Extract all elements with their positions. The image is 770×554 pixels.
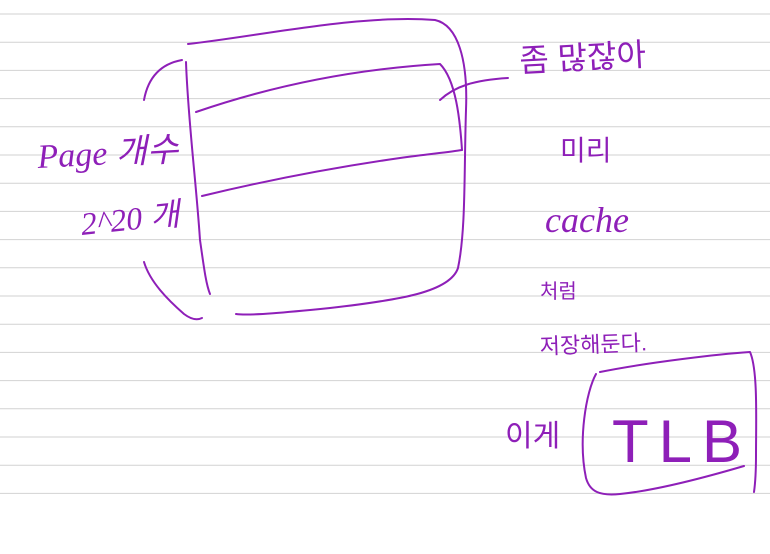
- note-line-5: 저장해둔다.: [539, 330, 647, 359]
- note-line-6-prefix: 이게: [505, 420, 560, 453]
- memory-box-sketch: [143, 17, 509, 321]
- note-line-2: 미리: [560, 135, 612, 166]
- note-line-4: 처럼: [540, 280, 577, 303]
- page-count-label: Page 개수: [35, 132, 180, 176]
- right-notes-ink: 좀 많잖아 미리 cache 처럼 저장해둔다. 이게: [505, 36, 647, 453]
- tlb-box: TLB: [581, 351, 758, 496]
- left-label-ink: Page 개수 2^20 개: [35, 132, 184, 242]
- note-line-1: 좀 많잖아: [518, 36, 646, 79]
- page-count-value: 2^20 개: [79, 195, 185, 242]
- note-line-3: cache: [545, 200, 629, 240]
- tlb-label: TLB: [612, 408, 752, 475]
